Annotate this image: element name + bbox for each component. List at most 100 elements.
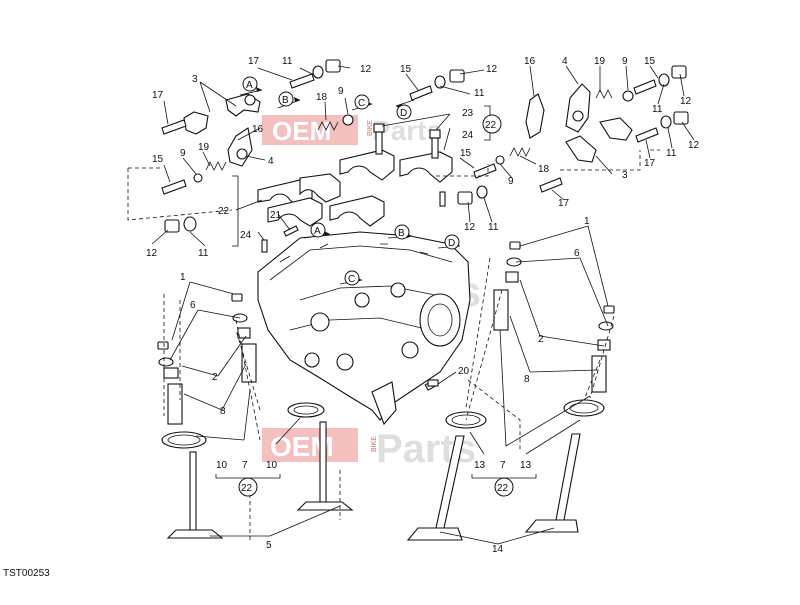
svg-text:BIKE: BIKE bbox=[367, 120, 374, 136]
callout-8: 8 bbox=[524, 374, 530, 385]
valve-train-right-1 bbox=[493, 241, 522, 331]
arrow-marker-a-top: A bbox=[239, 76, 263, 96]
callout-19: 19 bbox=[594, 56, 606, 67]
callout-23: 23 bbox=[462, 108, 474, 119]
rocker-arm-left-small bbox=[183, 111, 209, 135]
washer-9-right bbox=[622, 90, 634, 102]
washer-9-left bbox=[193, 173, 203, 183]
plug-12-right-lower bbox=[673, 111, 689, 125]
rocker-arm-right-16 bbox=[525, 93, 545, 139]
callout-7: 7 bbox=[242, 460, 248, 471]
callout-10: 18 bbox=[538, 164, 550, 175]
callout-7: 7 bbox=[500, 460, 506, 471]
callout-16: 16 bbox=[524, 56, 536, 67]
arrow-marker-c-top: C bbox=[351, 94, 373, 111]
callout-22-circled: 22 bbox=[485, 120, 497, 131]
rocker-arm-right-4 bbox=[565, 83, 591, 133]
svg-text:D: D bbox=[400, 108, 407, 119]
callout-17: 17 bbox=[248, 56, 260, 67]
sleeve-24-right bbox=[439, 191, 446, 207]
callout-12: 12 bbox=[688, 140, 700, 151]
callout-24: 24 bbox=[462, 130, 474, 141]
oring-11-right-mid bbox=[476, 185, 488, 199]
stud-20 bbox=[427, 379, 439, 387]
arrow-marker-d-top: D bbox=[395, 99, 415, 120]
callout-12: 12 bbox=[680, 96, 692, 107]
callout-22-circled: 22 bbox=[241, 483, 253, 494]
shaft-17-right bbox=[635, 127, 659, 143]
washer-9-top bbox=[342, 114, 354, 126]
callout-10: 10 bbox=[266, 460, 278, 471]
callout-9: 9 bbox=[180, 148, 186, 159]
shaft-15-right bbox=[633, 79, 657, 95]
callout-21: 21 bbox=[270, 210, 282, 221]
callout-9: 9 bbox=[338, 86, 344, 97]
callout-11: 11 bbox=[652, 104, 663, 115]
svg-text:B: B bbox=[282, 95, 289, 106]
callout-11: 11 bbox=[198, 248, 209, 259]
valve-left-a bbox=[166, 451, 224, 539]
arrow-marker-c-mid: C bbox=[339, 270, 363, 286]
callout-22-circled: 22 bbox=[497, 483, 509, 494]
svg-text:C: C bbox=[358, 98, 365, 109]
callout-4: 4 bbox=[268, 156, 274, 167]
valve-train-right-2 bbox=[591, 305, 615, 393]
valve-train-left-2 bbox=[157, 341, 183, 425]
callout-9: 9 bbox=[622, 56, 628, 67]
callout-13: 13 bbox=[520, 460, 532, 471]
oring-11-right bbox=[658, 73, 670, 87]
callout-15: 15 bbox=[460, 148, 472, 159]
callout-15: 15 bbox=[400, 64, 412, 75]
callout-22: 22 bbox=[218, 206, 230, 217]
svg-text:C: C bbox=[348, 274, 355, 285]
shaft-15-center bbox=[409, 85, 433, 101]
callout-2: 2 bbox=[538, 334, 544, 345]
bolt-23-right bbox=[429, 129, 441, 159]
shaft-17-top bbox=[289, 73, 315, 89]
callout-17: 17 bbox=[644, 158, 656, 169]
oring-11-top bbox=[312, 65, 324, 79]
shaft-17-right-mid bbox=[539, 177, 563, 193]
callout-15: 15 bbox=[644, 56, 656, 67]
washer-9-right-mid bbox=[495, 155, 505, 165]
spring-19-left bbox=[205, 161, 227, 171]
oring-11-center bbox=[434, 75, 446, 89]
arrow-marker-b-top: B bbox=[277, 91, 301, 109]
callout-24: 24 bbox=[240, 230, 252, 241]
arrow-marker-a-mid: A bbox=[303, 222, 331, 239]
cylinder-head bbox=[257, 231, 471, 426]
callout-6: 6 bbox=[574, 248, 580, 259]
valve-seal-left-b bbox=[287, 402, 325, 418]
callout-17: 17 bbox=[558, 198, 570, 209]
rocker-arm-right-3 bbox=[565, 135, 597, 163]
callout-19: 19 bbox=[198, 142, 210, 153]
callout-6: 6 bbox=[190, 300, 196, 311]
pin-21 bbox=[283, 225, 299, 237]
plug-12-right-mid bbox=[457, 191, 473, 205]
callout-14: 14 bbox=[492, 544, 504, 555]
callout-8: 8 bbox=[220, 406, 226, 417]
dashed-assembly-lines bbox=[127, 149, 660, 540]
callout-11: 11 bbox=[282, 56, 293, 67]
watermark-bottom: OEM BIKE Parts bbox=[262, 427, 476, 471]
spring-18-right bbox=[509, 147, 531, 157]
svg-text:BIKE: BIKE bbox=[371, 436, 378, 452]
callout-17: 17 bbox=[152, 90, 164, 101]
oring-11-left bbox=[183, 216, 197, 232]
shaft-17-left bbox=[161, 119, 187, 135]
valve-train-left-1 bbox=[231, 293, 257, 383]
callout-1: 1 bbox=[180, 272, 186, 283]
svg-text:A: A bbox=[246, 80, 253, 91]
drawing-code: TST00253 bbox=[3, 568, 50, 579]
spring-19-right bbox=[595, 89, 613, 99]
callout-16: 16 bbox=[252, 124, 264, 135]
spring-18-left bbox=[317, 121, 339, 131]
callout-10: 10 bbox=[216, 460, 228, 471]
arrow-marker-d-mid: D bbox=[437, 234, 461, 250]
bolt-23-left bbox=[373, 123, 385, 155]
sleeve-24-left bbox=[261, 239, 268, 253]
callout-1: 1 bbox=[584, 216, 590, 227]
callout-2: 2 bbox=[212, 372, 218, 383]
plug-12-right bbox=[671, 65, 687, 79]
